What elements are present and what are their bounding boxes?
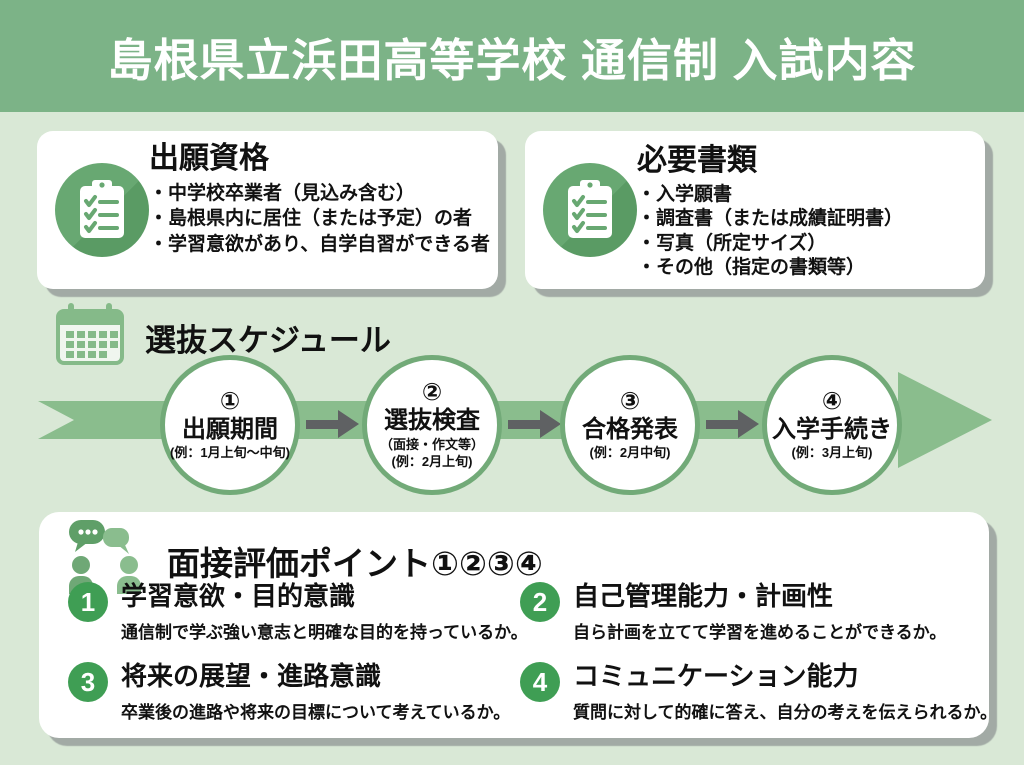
schedule-step-enrollment: ④ 入学手続き (例：3月上旬): [762, 355, 902, 495]
point-heading: 学習意欲・目的意識: [121, 581, 356, 611]
number-badge: 3: [68, 662, 108, 702]
step-note: (例：1月上旬～中旬): [170, 445, 290, 461]
interview-point-1: 1 学習意欲・目的意識 通信制で学ぶ強い意志と明確な目的を持っているか。: [68, 581, 528, 643]
list-item: ・中学校卒業者（見込み含む）: [149, 183, 416, 204]
qualifications-list: ・中学校卒業者（見込み含む） ・島根県内に居住（または予定）の者 ・学習意欲があ…: [149, 181, 490, 257]
calendar-icon: [55, 303, 127, 372]
schedule-title: 選抜スケジュール: [145, 323, 391, 358]
schedule-step-results: ③ 合格発表 (例：2月中旬): [560, 355, 700, 495]
number-badge: 2: [520, 582, 560, 622]
step-note: (例：3月上旬): [791, 445, 873, 461]
list-item: ・入学願書: [637, 184, 733, 205]
number-badge: 4: [520, 662, 560, 702]
point-description: 卒業後の進路や将来の目標について考えているか。: [121, 702, 511, 722]
step-note: （面接・作文等）: [379, 436, 484, 452]
list-item: ・学習意欲があり、自学自習ができる者: [149, 233, 490, 255]
point-description: 自ら計画を立てて学習を進めることができるか。: [573, 622, 947, 642]
qualifications-content: 出願資格 ・中学校卒業者（見込み含む） ・島根県内に居住（または予定）の者 ・学…: [149, 141, 490, 257]
schedule-header: 選抜スケジュール: [55, 303, 391, 372]
step-label: 入学手続き: [772, 415, 892, 443]
interview-title: 面接評価ポイント①②③④: [167, 544, 543, 582]
interview-point-4: 4 コミュニケーション能力 質問に対して的確に答え、自分の考えを伝えられるか。: [520, 661, 998, 723]
schedule-step-application: ① 出願期間 (例：1月上旬～中旬): [160, 355, 300, 495]
list-item: ・その他（指定の書類等）: [637, 256, 866, 278]
point-heading: コミュニケーション能力: [573, 661, 859, 691]
documents-list: ・入学願書 ・調査書（または成績証明書） ・写真（所定サイズ） ・その他（指定の…: [637, 183, 977, 280]
list-item: ・写真（所定サイズ）: [637, 232, 827, 254]
point-description: 質問に対して的確に答え、自分の考えを伝えられるか。: [573, 702, 998, 722]
interview-point-3: 3 将来の展望・進路意識 卒業後の進路や将来の目標について考えているか。: [68, 661, 511, 723]
step-label: 選抜検査: [384, 406, 480, 434]
page-title: 島根県立浜田高等学校 通信制 入試内容: [107, 34, 917, 86]
documents-content: 必要書類 ・入学願書 ・調査書（または成績証明書） ・写真（所定サイズ） ・その…: [637, 141, 977, 280]
header-banner: 島根県立浜田高等学校 通信制 入試内容: [0, 0, 1024, 112]
point-description: 通信制で学ぶ強い意志と明確な目的を持っているか。: [121, 622, 528, 642]
point-heading: 将来の展望・進路意識: [121, 661, 382, 691]
clipboard-checklist-icon: [543, 163, 637, 257]
documents-card: 必要書類 ・入学願書 ・調査書（または成績証明書） ・写真（所定サイズ） ・その…: [525, 131, 985, 289]
arrow-right-icon: [706, 410, 759, 438]
point-heading: 自己管理能力・計画性: [573, 581, 834, 611]
list-item: ・調査書（または成績証明書）: [637, 208, 904, 230]
documents-title: 必要書類: [637, 144, 757, 177]
qualifications-title: 出願資格: [149, 142, 269, 175]
interview-point-2: 2 自己管理能力・計画性 自ら計画を立てて学習を進めることができるか。: [520, 581, 947, 643]
step-note: (例：2月上旬): [391, 454, 473, 470]
step-note: (例：2月中旬): [589, 445, 671, 461]
clipboard-checklist-icon: [55, 163, 149, 257]
step-label: 合格発表: [582, 415, 678, 443]
step-label: 出願期間: [182, 415, 278, 443]
list-item: ・島根県内に居住（または予定）の者: [149, 208, 473, 230]
interview-points-card: 面接評価ポイント①②③④ 1 学習意欲・目的意識 通信制で学ぶ強い意志と明確な目…: [39, 512, 997, 738]
timeline-arrowhead-icon: [898, 372, 992, 468]
step-number: ①: [219, 388, 241, 416]
qualifications-card: 出願資格 ・中学校卒業者（見込み含む） ・島根県内に居住（または予定）の者 ・学…: [37, 131, 498, 289]
arrow-right-icon: [306, 410, 359, 438]
number-badge: 1: [68, 582, 108, 622]
step-number: ②: [421, 379, 443, 407]
arrow-right-icon: [508, 410, 561, 438]
step-number: ③: [619, 388, 641, 416]
schedule-step-exam: ② 選抜検査 （面接・作文等） (例：2月上旬): [362, 355, 502, 495]
step-number: ④: [821, 388, 843, 416]
